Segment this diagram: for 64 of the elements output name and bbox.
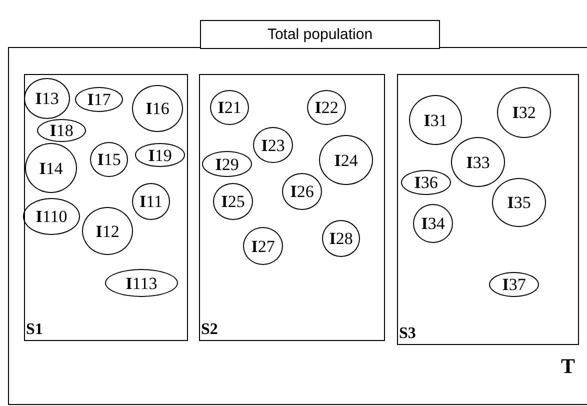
member-ellipse xyxy=(319,135,373,185)
member-label: I25 xyxy=(221,193,245,210)
member-label: I32 xyxy=(512,104,536,121)
member-label: I31 xyxy=(424,112,448,128)
member-label: I34 xyxy=(421,215,445,232)
member-label: I14 xyxy=(39,160,63,176)
population-frame xyxy=(8,47,587,405)
member-ellipse xyxy=(282,173,322,210)
member-label: I24 xyxy=(334,152,358,168)
member-label: I13 xyxy=(35,90,59,107)
member-ellipse xyxy=(25,143,77,193)
member-label: I21 xyxy=(218,99,242,116)
member-ellipse xyxy=(492,178,546,227)
member-ellipse xyxy=(23,198,80,235)
member-ellipse xyxy=(24,78,70,119)
group-box xyxy=(199,74,385,341)
member-label: I28 xyxy=(329,230,353,247)
group-box xyxy=(397,74,579,345)
member-ellipse xyxy=(37,119,86,142)
member-ellipse xyxy=(497,87,551,138)
member-label: I37 xyxy=(502,276,526,293)
member-ellipse xyxy=(213,183,253,220)
member-ellipse xyxy=(75,87,123,112)
member-ellipse xyxy=(489,272,539,297)
member-label: I22 xyxy=(314,99,338,116)
member-label: I17 xyxy=(87,91,111,108)
member-ellipse xyxy=(253,127,293,163)
member-ellipse xyxy=(105,269,178,297)
group-box xyxy=(24,74,188,341)
group-label: S1 xyxy=(26,322,43,338)
member-label: I35 xyxy=(507,194,531,211)
member-ellipse xyxy=(90,142,128,177)
member-label: I36 xyxy=(414,174,438,191)
member-ellipse xyxy=(210,90,249,125)
group-label: S3 xyxy=(399,326,416,342)
member-ellipse xyxy=(135,143,185,167)
member-label: I33 xyxy=(466,154,490,170)
member-label: I19 xyxy=(148,146,172,164)
member-ellipse xyxy=(132,85,183,132)
member-ellipse xyxy=(322,220,360,257)
member-label: I29 xyxy=(215,156,239,172)
member-label: I16 xyxy=(146,100,170,117)
member-ellipse xyxy=(413,204,453,243)
member-label: I110 xyxy=(36,208,68,225)
member-label: I113 xyxy=(126,274,158,292)
member-label: I12 xyxy=(96,222,120,240)
member-label: I23 xyxy=(261,136,285,154)
member-label: I15 xyxy=(97,151,121,168)
member-label: I27 xyxy=(251,238,275,254)
member-label: I26 xyxy=(290,183,314,200)
member-ellipse xyxy=(409,95,462,145)
member-ellipse xyxy=(82,207,133,255)
set-label: T xyxy=(560,356,575,377)
member-label: I11 xyxy=(140,193,162,210)
member-label: I18 xyxy=(50,122,74,139)
member-ellipse xyxy=(202,151,252,177)
title-box xyxy=(200,20,440,49)
member-ellipse xyxy=(451,137,505,187)
member-ellipse xyxy=(401,170,451,195)
member-ellipse xyxy=(243,227,283,265)
group-label: S2 xyxy=(201,322,218,338)
member-ellipse xyxy=(132,183,170,220)
title-text: Total population xyxy=(267,27,373,42)
member-ellipse xyxy=(307,90,346,125)
